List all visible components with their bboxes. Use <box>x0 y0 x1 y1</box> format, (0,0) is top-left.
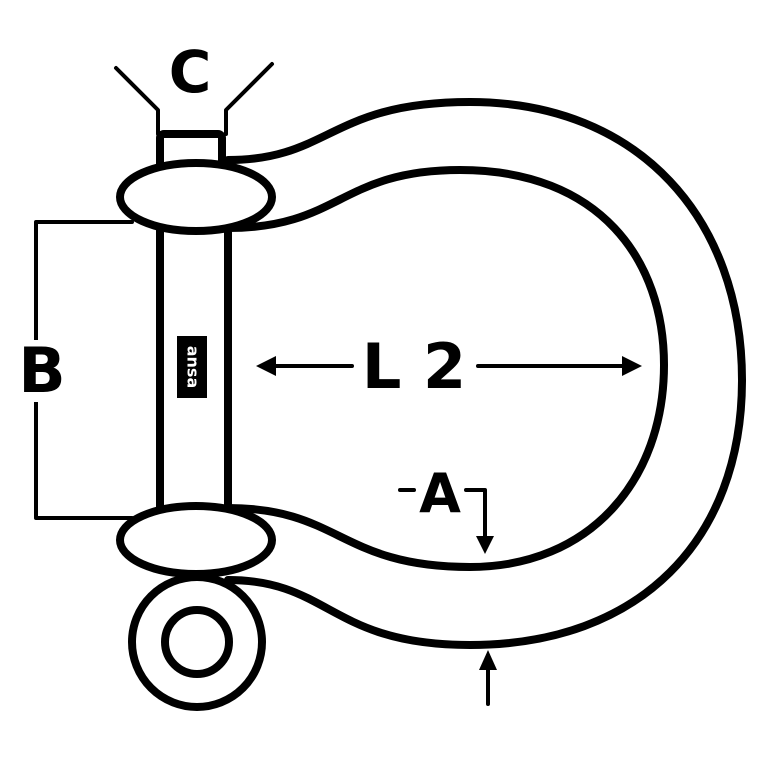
pin-eye-hole <box>161 606 233 678</box>
dimension-c: C <box>114 38 274 136</box>
dim-a-top-arrowhead <box>476 536 494 554</box>
pin: ansa <box>116 130 276 578</box>
brand-plate <box>177 336 207 398</box>
pin-bottom-ear <box>116 502 276 578</box>
dim-a-leader <box>464 488 487 540</box>
dim-l2-label: L 2 <box>362 330 466 403</box>
pin-top-ear <box>116 159 276 235</box>
pin-eye <box>128 573 266 711</box>
shackle-bow <box>224 98 746 649</box>
dim-c-right-leader <box>224 62 274 136</box>
bow-outer-outline <box>224 98 746 649</box>
pin-eye-outer <box>128 573 266 711</box>
dimension-a: A <box>398 462 497 706</box>
dim-b-label-bg <box>6 340 72 402</box>
dim-c-label: C <box>169 38 212 106</box>
dim-l2-left-arrowhead <box>256 356 276 376</box>
dim-b-label: B <box>18 334 65 407</box>
dimension-b: B <box>6 220 134 520</box>
dim-a-label: A <box>419 462 461 525</box>
dim-a-bottom-arrowhead <box>479 650 497 670</box>
dim-l2-right-arrowhead <box>622 356 642 376</box>
bow-inner-outline <box>224 166 668 571</box>
brand-mark: ansa <box>184 346 203 389</box>
dim-c-left-leader <box>114 66 160 136</box>
dimension-l2: L 2 <box>256 330 642 403</box>
